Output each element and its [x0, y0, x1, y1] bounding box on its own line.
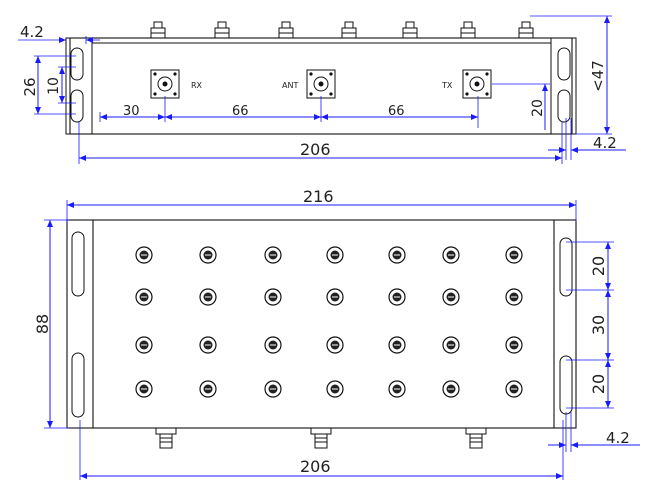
tuning-screw [402, 21, 418, 39]
tuning-screw-head [264, 336, 282, 354]
tuning-screw [341, 21, 357, 39]
bottom-view: 216 88 20 30 20 4.2 [33, 187, 640, 480]
top-view-body [69, 37, 573, 135]
tuning-screw-head [326, 288, 344, 306]
tuning-screw-head [199, 380, 217, 398]
tuning-screw-head [505, 380, 523, 398]
dim-total-height: <47 [589, 60, 607, 92]
tuning-screw-head [199, 288, 217, 306]
tuning-screw [460, 21, 476, 39]
tuning-screw-head [388, 246, 406, 264]
bottom-connector-ant [310, 427, 332, 449]
tuning-screw-head [388, 288, 406, 306]
dim-hole-pitch-middle: 30 [589, 315, 608, 335]
tuning-screw [214, 21, 230, 39]
dim-flange-offset-right-bottom: 4.2 [606, 429, 630, 447]
tx-port-label: TX [441, 81, 453, 90]
tuning-screw-head [135, 246, 153, 264]
tuning-screw-head [505, 288, 523, 306]
top-view: RX ANT TX 4.2 26 [18, 15, 626, 164]
tuning-screw [278, 21, 294, 39]
top-right-slot-lower [557, 89, 571, 123]
tuning-screw-head [505, 336, 523, 354]
tuning-screw [518, 21, 534, 39]
tuning-screw-head [135, 288, 153, 306]
tuning-screw-head [264, 246, 282, 264]
tuning-screw-head [326, 336, 344, 354]
dim-overall-width: 216 [303, 187, 334, 206]
tx-port [462, 69, 492, 99]
screw-grid [135, 246, 523, 398]
ant-port [306, 69, 336, 99]
bottom-left-slot-upper [71, 231, 85, 297]
tuning-screw-head [442, 336, 460, 354]
bottom-connector-tx [465, 427, 487, 449]
top-view-right-flange [550, 37, 577, 135]
bottom-connector-rx [155, 427, 177, 449]
dim-hole-pitch-top: 20 [589, 256, 608, 276]
dim-slot-height: 26 [21, 77, 39, 96]
tuning-screw-head [264, 380, 282, 398]
tuning-screw-head [505, 246, 523, 264]
tuning-screw-head [199, 336, 217, 354]
dim-flange-offset-left: 4.2 [20, 23, 44, 41]
dim-hole-pitch-bottom: 20 [589, 374, 608, 394]
bottom-right-slot-lower [559, 355, 573, 415]
tuning-screw-head [442, 288, 460, 306]
dim-rx-to-ant: 66 [232, 104, 249, 119]
tuning-screw-head [135, 380, 153, 398]
bottom-left-slot-lower [71, 352, 85, 418]
tuning-screw-head [388, 380, 406, 398]
tuning-screw-head [388, 336, 406, 354]
dim-flange-offset-right-top: 4.2 [593, 134, 617, 152]
dim-overall-length: 206 [300, 140, 331, 159]
dim-port-height: 20 [530, 99, 546, 117]
rx-port-label: RX [191, 81, 203, 90]
rx-port [150, 69, 180, 99]
top-tuning-screws [150, 21, 534, 39]
tuning-screw-head [442, 246, 460, 264]
top-left-slot-lower [70, 89, 84, 123]
dim-rx-offset: 30 [123, 104, 140, 119]
tuning-screw-head [199, 246, 217, 264]
dim-slot-width: 10 [46, 77, 62, 95]
top-right-slot-upper [557, 47, 571, 81]
ant-port-label: ANT [282, 81, 298, 90]
tuning-screw-head [326, 246, 344, 264]
tuning-screw-head [135, 336, 153, 354]
dim-body-length: 206 [300, 457, 331, 476]
tuning-screw-head [326, 380, 344, 398]
dim-ant-to-tx: 66 [388, 104, 405, 119]
bottom-right-slot-upper [559, 237, 573, 297]
dim-overall-height: 88 [33, 314, 52, 334]
top-left-slot-upper [70, 47, 84, 81]
tuning-screw [150, 21, 166, 39]
tuning-screw-head [442, 380, 460, 398]
tuning-screw-head [264, 288, 282, 306]
